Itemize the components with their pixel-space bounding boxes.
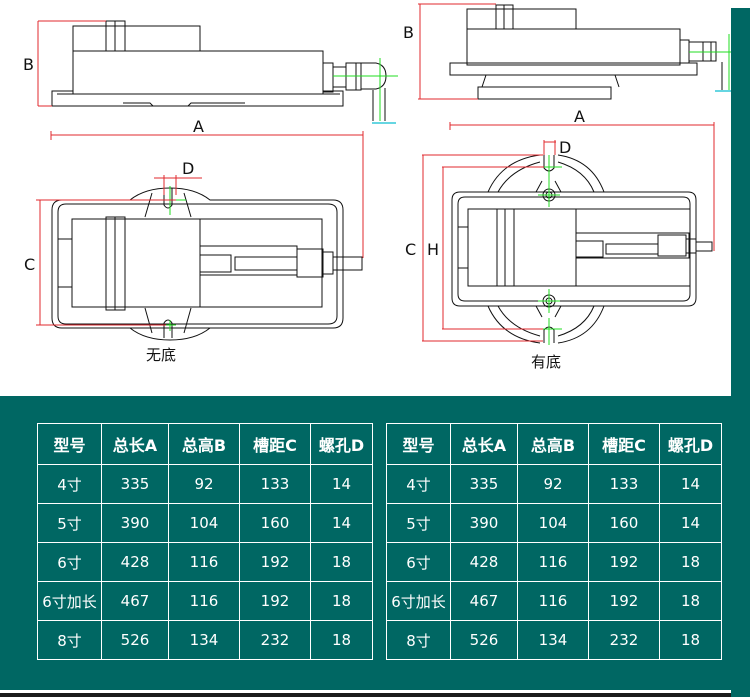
- cell-height: 92: [517, 464, 589, 504]
- dim-label-b: B: [23, 55, 34, 74]
- cell-hole: 14: [659, 503, 722, 543]
- cell-slot: 160: [239, 503, 311, 543]
- table-row: 5寸 390 104 160 14: [37, 503, 373, 543]
- cell-height: 92: [168, 464, 240, 504]
- cell-height: 116: [168, 581, 240, 621]
- cell-length: 390: [450, 503, 518, 543]
- dim-label-a: A: [574, 107, 585, 126]
- spec-table-with-base: 型号 总长A 总高B 槽距C 螺孔D 4寸 335 92 133 14 5寸 3…: [386, 423, 722, 660]
- cell-height: 134: [517, 620, 589, 660]
- table-row: 8寸 526 134 232 18: [386, 620, 722, 660]
- table-row: 6寸 428 116 192 18: [37, 542, 373, 582]
- table-row: 5寸 390 104 160 14: [386, 503, 722, 543]
- dim-label-b: B: [403, 23, 414, 42]
- cell-length: 467: [101, 581, 169, 621]
- cell-model: 4寸: [386, 464, 451, 504]
- cell-model: 5寸: [386, 503, 451, 543]
- cell-slot: 232: [239, 620, 311, 660]
- cell-slot: 160: [588, 503, 660, 543]
- cell-slot: 133: [239, 464, 311, 504]
- table-row: 6寸 428 116 192 18: [386, 542, 722, 582]
- cell-height: 104: [168, 503, 240, 543]
- table-header-row: 型号 总长A 总高B 槽距C 螺孔D: [37, 423, 373, 465]
- cell-model: 6寸: [386, 542, 451, 582]
- table-row: 8寸 526 134 232 18: [37, 620, 373, 660]
- header-cell-model: 型号: [37, 423, 102, 465]
- header-cell-hole: 螺孔D: [310, 423, 373, 465]
- cell-length: 526: [101, 620, 169, 660]
- header-cell-slot: 槽距C: [588, 423, 660, 465]
- cell-height: 134: [168, 620, 240, 660]
- cell-length: 428: [101, 542, 169, 582]
- cell-length: 467: [450, 581, 518, 621]
- cell-height: 116: [168, 542, 240, 582]
- cell-length: 428: [450, 542, 518, 582]
- dim-label-c: C: [405, 240, 416, 259]
- dim-label-a: A: [193, 117, 204, 136]
- cell-length: 335: [101, 464, 169, 504]
- dim-label-d: D: [182, 159, 194, 178]
- header-cell-length: 总长A: [101, 423, 169, 465]
- bottom-dark-strip: [0, 693, 731, 697]
- table-row: 6寸加长 467 116 192 18: [37, 581, 373, 621]
- caption-no-base: 无底: [146, 346, 176, 364]
- header-cell-hole: 螺孔D: [659, 423, 722, 465]
- left-side-dimensions: [37, 20, 364, 258]
- cell-hole: 14: [659, 464, 722, 504]
- cell-model: 8寸: [37, 620, 102, 660]
- side-accent-strip: [731, 8, 750, 396]
- cell-slot: 133: [588, 464, 660, 504]
- right-side-view: [449, 4, 723, 100]
- header-cell-height: 总高B: [168, 423, 240, 465]
- right-top-view: [451, 154, 713, 344]
- cell-slot: 192: [239, 542, 311, 582]
- cell-height: 104: [517, 503, 589, 543]
- cell-hole: 18: [659, 542, 722, 582]
- cell-model: 5寸: [37, 503, 102, 543]
- cell-model: 6寸: [37, 542, 102, 582]
- cell-hole: 18: [310, 542, 373, 582]
- cell-height: 116: [517, 542, 589, 582]
- cell-model: 8寸: [386, 620, 451, 660]
- cell-slot: 192: [588, 542, 660, 582]
- cell-hole: 14: [310, 503, 373, 543]
- cell-length: 390: [101, 503, 169, 543]
- table-row: 6寸加长 467 116 192 18: [386, 581, 722, 621]
- bottom-divider: [0, 690, 731, 693]
- dim-label-c: C: [24, 255, 35, 274]
- caption-with-base: 有底: [531, 353, 561, 371]
- cell-hole: 18: [659, 581, 722, 621]
- cell-length: 526: [450, 620, 518, 660]
- dim-label-d: D: [559, 138, 571, 157]
- left-top-view: [51, 187, 363, 341]
- cell-hole: 18: [310, 620, 373, 660]
- table-row: 4寸 335 92 133 14: [37, 464, 373, 504]
- header-cell-slot: 槽距C: [239, 423, 311, 465]
- cell-model: 6寸加长: [37, 581, 102, 621]
- table-header-row: 型号 总长A 总高B 槽距C 螺孔D: [386, 423, 722, 465]
- cell-hole: 14: [310, 464, 373, 504]
- cell-model: 6寸加长: [386, 581, 451, 621]
- cell-slot: 192: [239, 581, 311, 621]
- technical-drawing: B A C D 无底 B A C H D 有底: [23, 3, 731, 371]
- left-side-view: [51, 20, 387, 121]
- header-cell-model: 型号: [386, 423, 451, 465]
- spec-table-no-base: 型号 总长A 总高B 槽距C 螺孔D 4寸 335 92 133 14 5寸 3…: [37, 423, 373, 660]
- cell-hole: 18: [310, 581, 373, 621]
- cell-slot: 232: [588, 620, 660, 660]
- table-row: 4寸 335 92 133 14: [386, 464, 722, 504]
- cell-length: 335: [450, 464, 518, 504]
- bottom-accent-corner: [731, 690, 750, 697]
- cell-height: 116: [517, 581, 589, 621]
- cell-model: 4寸: [37, 464, 102, 504]
- cell-hole: 18: [659, 620, 722, 660]
- dim-label-h: H: [427, 240, 439, 259]
- header-cell-length: 总长A: [450, 423, 518, 465]
- cell-slot: 192: [588, 581, 660, 621]
- header-cell-height: 总高B: [517, 423, 589, 465]
